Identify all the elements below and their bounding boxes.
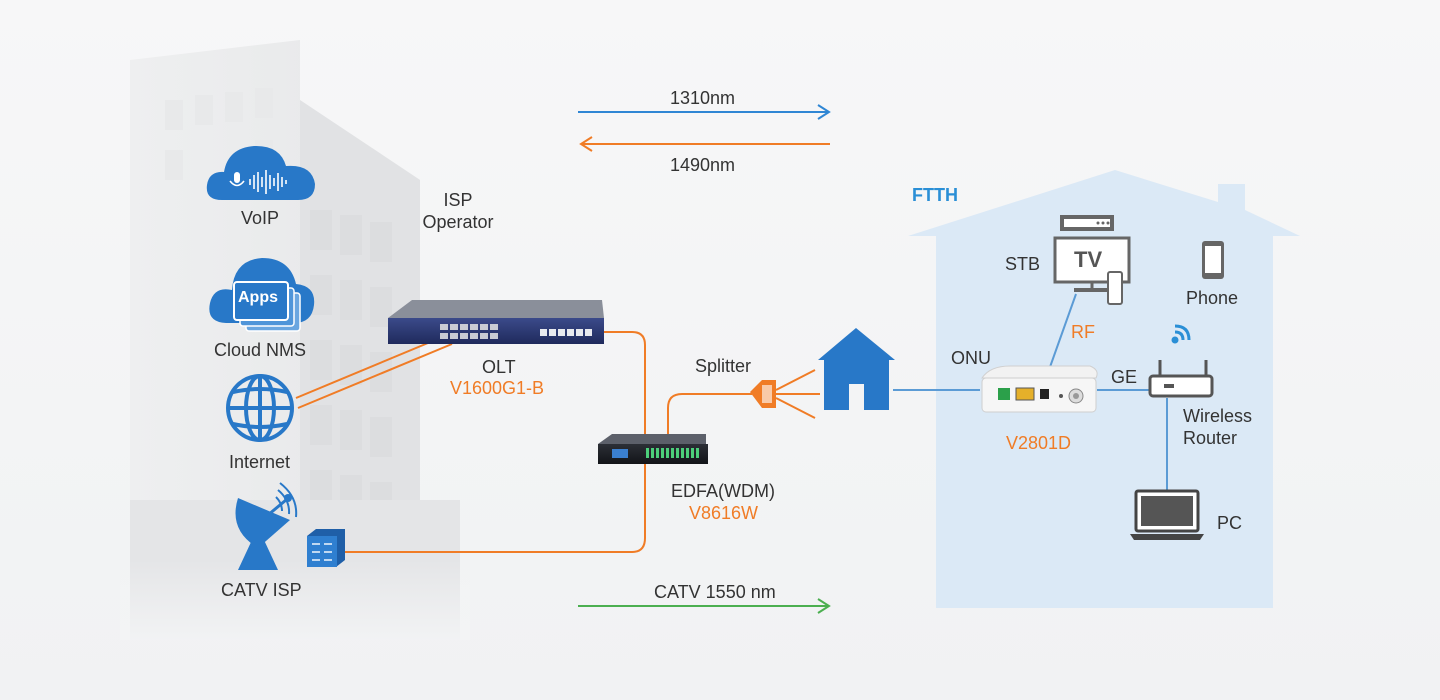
tv-stb-icon bbox=[1053, 215, 1131, 305]
tv-label: TV bbox=[1074, 247, 1103, 272]
switch-icon bbox=[307, 529, 345, 567]
apps-label: Apps bbox=[238, 289, 278, 306]
cloud-nms-label: Cloud NMS bbox=[214, 340, 307, 360]
pc-label: PC bbox=[1217, 513, 1243, 533]
stb-label: STB bbox=[1005, 254, 1041, 274]
voip-label: VoIP bbox=[241, 208, 280, 228]
splitter-label: Splitter bbox=[695, 356, 752, 376]
catv-isp-label: CATV ISP bbox=[221, 580, 302, 600]
phone-icon bbox=[1202, 241, 1224, 279]
arrow-catv-1550nm bbox=[578, 598, 831, 614]
isp-operator-label: ISP Operator bbox=[418, 190, 498, 233]
olt-model-label: V1600G1-B bbox=[450, 378, 545, 398]
home-links bbox=[893, 293, 1168, 490]
rf-label: RF bbox=[1071, 322, 1095, 342]
cloud-voice-icon bbox=[206, 145, 315, 200]
edfa-label: EDFA(WDM) bbox=[671, 481, 775, 501]
onu-device-icon bbox=[981, 365, 1098, 413]
olt-label: OLT bbox=[482, 357, 516, 377]
olt-device-icon bbox=[388, 300, 604, 344]
onu-model-label: V2801D bbox=[1006, 433, 1072, 453]
laptop-icon bbox=[1130, 489, 1204, 540]
catv-wavelength-label: CATV 1550 nm bbox=[654, 582, 776, 602]
ftth-title: FTTH bbox=[912, 185, 958, 205]
phone-label: Phone bbox=[1186, 288, 1239, 308]
router-icon bbox=[1148, 324, 1214, 398]
edfa-device-icon bbox=[598, 434, 708, 464]
internet-label: Internet bbox=[229, 452, 291, 472]
house-icon bbox=[818, 328, 895, 410]
wireless-router-label: Wireless Router bbox=[1183, 406, 1252, 449]
isp-operator-line1: ISP bbox=[443, 190, 473, 210]
satellite-dish-icon bbox=[235, 482, 298, 570]
onu-label: ONU bbox=[951, 348, 991, 368]
wireless-router-line2: Router bbox=[1183, 427, 1238, 448]
wifi-icon bbox=[1171, 324, 1191, 344]
splitter-icon bbox=[750, 369, 820, 419]
edfa-model-label: V8616W bbox=[689, 503, 759, 523]
globe-icon bbox=[226, 374, 294, 442]
arrow-1310nm bbox=[578, 104, 831, 120]
wireless-router-line1: Wireless bbox=[1183, 406, 1253, 426]
background-building bbox=[120, 40, 470, 640]
cloud-apps-icon bbox=[209, 258, 315, 332]
arrow-1490nm bbox=[579, 136, 830, 152]
ge-label: GE bbox=[1111, 367, 1138, 387]
isp-operator-line2: Operator bbox=[422, 211, 494, 232]
wavelength-1490-label: 1490nm bbox=[670, 155, 736, 175]
wavelength-1310-label: 1310nm bbox=[670, 88, 736, 108]
